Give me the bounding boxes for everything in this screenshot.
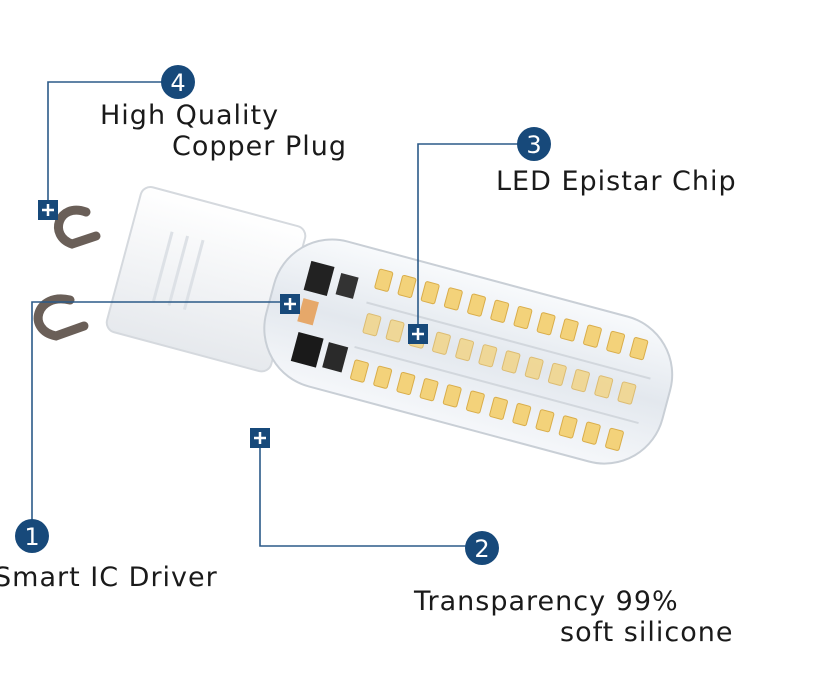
plus-icon [408,324,428,344]
plus-markers [38,200,428,448]
leader-line-3 [417,143,518,332]
leader-line-1 [31,301,290,520]
callout-label-2-line-1: Transparency 99% [414,586,679,617]
callout-label-1: Smart IC Driver [0,562,218,593]
callout-label-3-line-1: LED Epistar Chip [496,166,737,197]
callout-label-4: High Quality Copper Plug [100,100,347,162]
ic-driver-components [290,260,359,373]
svg-text:2: 2 [474,535,489,563]
plus-icon [250,428,270,448]
callout-label-2-line-2: soft silicone [560,617,734,649]
svg-text:1: 1 [24,523,39,551]
callout-label-2: Transparency 99% soft silicone [414,586,733,648]
copper-pins [33,205,101,341]
callout-badge-4: 4 [161,65,195,99]
svg-text:3: 3 [526,131,541,159]
callout-label-4-line-1: High Quality [100,100,280,131]
plus-icon [38,200,58,220]
callout-badge-1: 1 [15,519,49,553]
callout-label-1-line-1: Smart IC Driver [0,562,218,593]
plus-icon [280,294,300,314]
callout-badge-2: 2 [465,531,499,565]
leader-line-2 [259,436,466,547]
leader-line-4 [47,81,162,208]
led-chips [350,268,649,451]
g9-led-bulb-illustration [33,186,674,465]
svg-text:4: 4 [170,69,185,97]
callout-label-4-line-2: Copper Plug [172,131,347,163]
callout-label-3: LED Epistar Chip [496,166,737,197]
leader-lines [31,81,518,547]
callout-badge-3: 3 [517,127,551,161]
